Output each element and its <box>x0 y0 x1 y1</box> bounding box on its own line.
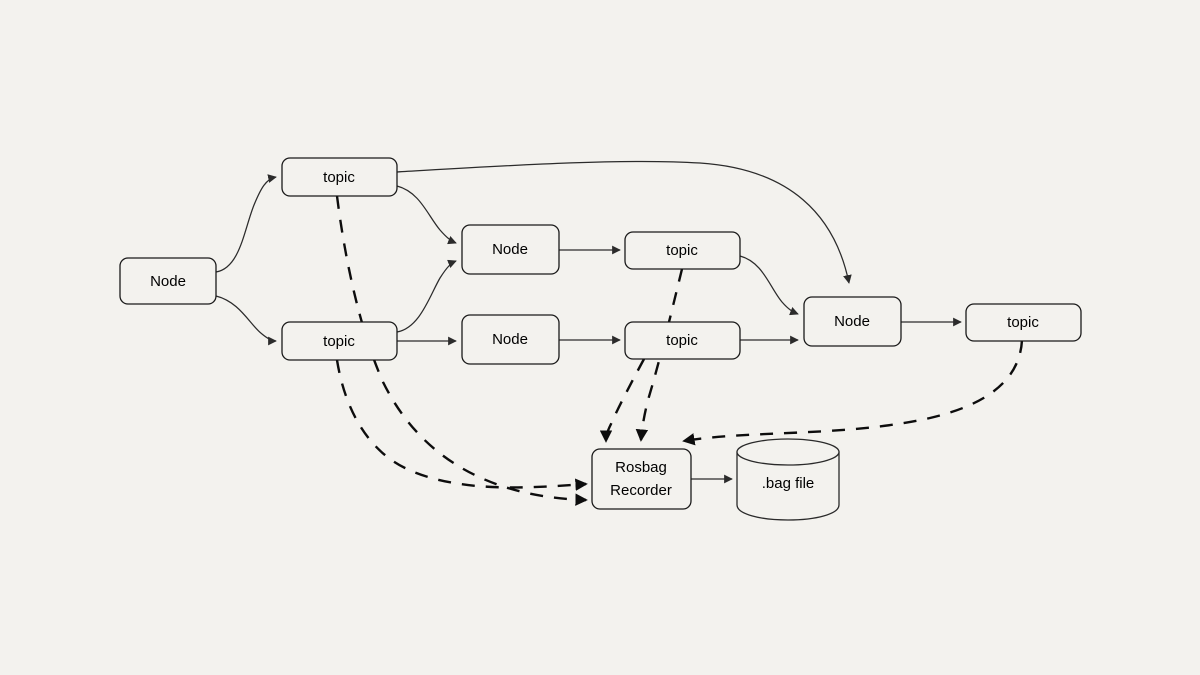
node-topic-mid-left[interactable]: topic <box>281 321 398 361</box>
node-topic-lower-right[interactable]: topic <box>624 321 741 360</box>
edge-dashed-topic-top-to-rosbag <box>335 195 588 506</box>
edge-source-node-to-topic-top <box>215 174 277 273</box>
node-node-right-shape[interactable] <box>803 296 902 347</box>
node-rosbag-recorder[interactable]: Rosbag Recorder <box>591 448 692 510</box>
edge-source-node-to-topic-mid-left <box>215 295 277 346</box>
node-node-lower-mid-shape[interactable] <box>461 314 560 365</box>
node-topic-far-right[interactable]: topic <box>965 303 1082 342</box>
node-topic-far-right-shape[interactable] <box>965 303 1082 342</box>
node-topic-upper-right-shape[interactable] <box>624 231 741 270</box>
dashed-edges-group <box>335 195 1024 506</box>
edge-topic-top-to-node-upper-mid <box>396 185 457 245</box>
edge-dashed-topic-upper-right-to-rosbag <box>635 268 684 442</box>
node-topic-top-shape[interactable] <box>281 157 398 197</box>
node-node-upper-mid-shape[interactable] <box>461 224 560 275</box>
node-node-right[interactable]: Node <box>803 296 902 347</box>
node-bag-file-body[interactable] <box>736 451 840 521</box>
node-rosbag-recorder-shape[interactable] <box>591 448 692 510</box>
node-topic-mid-left-shape[interactable] <box>281 321 398 361</box>
node-source-node[interactable]: Node <box>119 257 217 305</box>
edge-dashed-topic-mid-left-to-rosbag <box>335 359 588 491</box>
node-source-node-shape[interactable] <box>119 257 217 305</box>
node-bag-file[interactable]: .bag file <box>736 438 840 521</box>
edge-dashed-topic-lower-right-to-rosbag <box>599 358 646 443</box>
solid-edges-group <box>215 160 962 484</box>
node-topic-lower-right-shape[interactable] <box>624 321 741 360</box>
node-topic-top[interactable]: topic <box>281 157 398 197</box>
edge-topic-mid-left-to-node-upper-mid <box>396 259 457 333</box>
node-bag-file-top-ellipse <box>736 438 840 466</box>
node-topic-upper-right[interactable]: topic <box>624 231 741 270</box>
edge-topic-top-to-node-right <box>396 160 852 284</box>
node-node-lower-mid[interactable]: Node <box>461 314 560 365</box>
edge-dashed-topic-far-right-to-rosbag <box>682 339 1024 446</box>
edge-topic-upper-right-to-node-right <box>739 255 799 316</box>
node-node-upper-mid[interactable]: Node <box>461 224 560 275</box>
